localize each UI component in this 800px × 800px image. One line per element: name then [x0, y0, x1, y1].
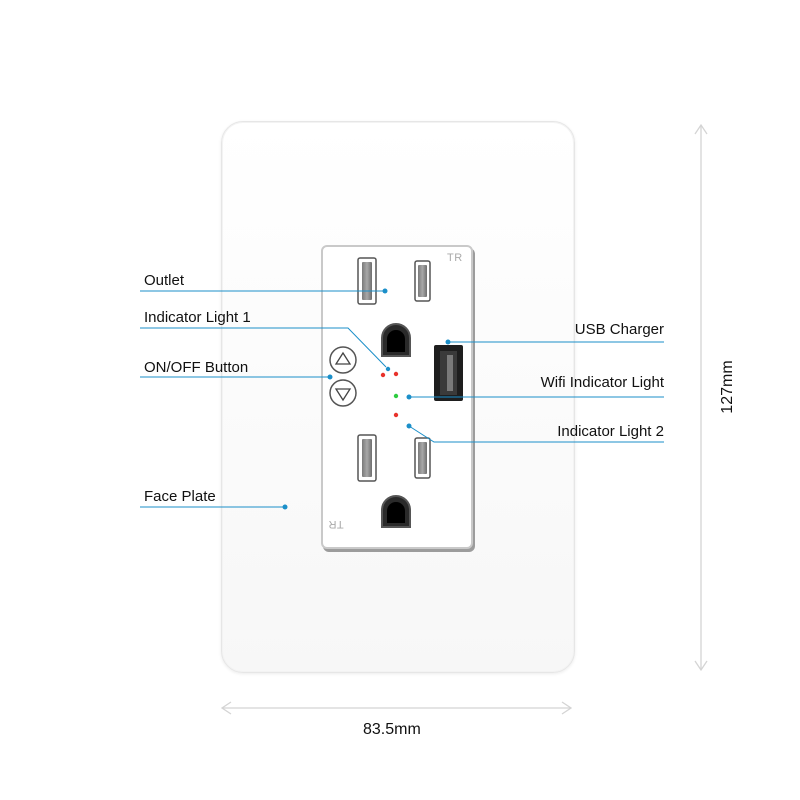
on-off-buttons[interactable] — [329, 346, 357, 407]
label-indicator-light-1: Indicator Light 1 — [144, 309, 251, 326]
indicator-light-1b — [393, 371, 399, 377]
label-outlet: Outlet — [144, 272, 185, 289]
indicator-light-1 — [380, 372, 386, 378]
up-arrow-icon — [334, 351, 352, 365]
tr-mark-top: TR — [447, 252, 463, 264]
height-dimension-label: 127mm — [719, 360, 736, 414]
width-dimension-label: 83.5mm — [363, 721, 421, 738]
lower-receptacle — [357, 434, 431, 528]
usb-charger — [434, 345, 463, 401]
upper-receptacle — [357, 257, 431, 357]
callout-indicator-2 — [408, 425, 664, 443]
label-face-plate: Face Plate — [144, 488, 216, 505]
down-arrow-icon — [334, 388, 352, 402]
callout-lines — [140, 290, 664, 508]
label-wifi-indicator-light: Wifi Indicator Light — [540, 374, 664, 391]
label-indicator-light-2: Indicator Light 2 — [557, 423, 664, 440]
wifi-indicator-led — [393, 393, 399, 399]
callout-indicator-1 — [140, 327, 387, 368]
label-usb-charger: USB Charger — [574, 321, 664, 338]
label-on-off-button: ON/OFF Button — [144, 359, 249, 376]
dimension-lines — [220, 123, 708, 715]
callout-dots — [282, 288, 451, 510]
indicator-light-2 — [393, 412, 399, 418]
